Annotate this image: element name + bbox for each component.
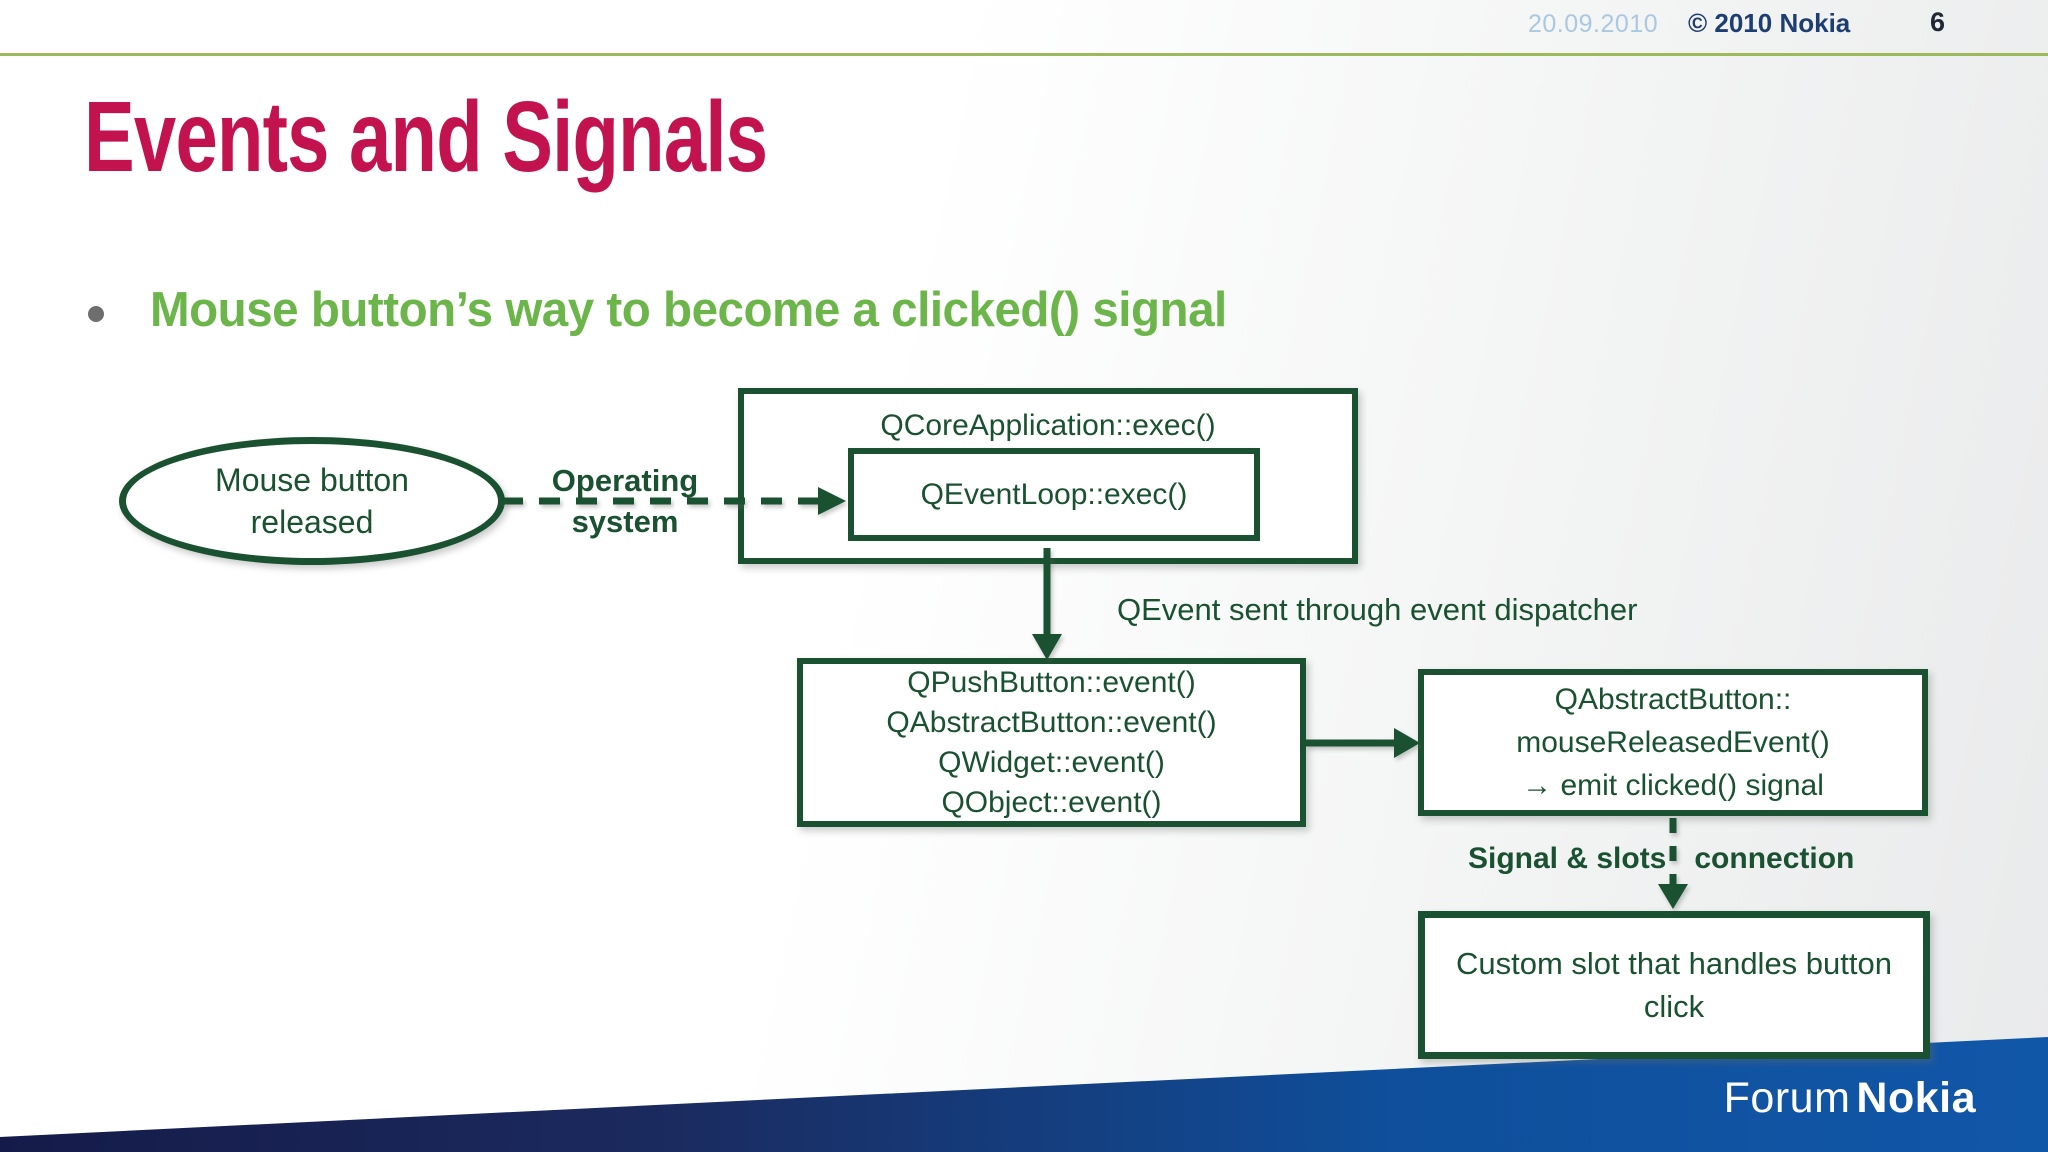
node-event-handler-chain: QPushButton::event() QAbstractButton::ev…	[797, 658, 1306, 827]
brand-nokia: Nokia	[1856, 1074, 1976, 1122]
arrow-dispatch-head-icon	[1032, 634, 1062, 660]
arrow-to-released-head-icon	[1394, 728, 1420, 758]
arrow-signal-slots-head-icon	[1658, 884, 1688, 909]
header-copyright: © 2010 Nokia	[1688, 8, 1851, 38]
label-event-dispatcher: QEvent sent through event dispatcher	[1117, 592, 1638, 627]
sigslots-right: connection	[1694, 842, 1855, 875]
node-qcoreapplication-exec: QCoreApplication::exec() QEventLoop::exe…	[738, 388, 1358, 564]
ellipse-line-2: released	[250, 504, 374, 540]
custom-slot-text: Custom slot that handles button click	[1456, 946, 1892, 1024]
chain-line-2: QAbstractButton::event()	[886, 705, 1217, 739]
sigslots-left: Signal & slots	[1468, 842, 1667, 875]
ellipse-line-1: Mouse button	[215, 462, 409, 498]
released-line-2: mouseReleasedEvent()	[1516, 726, 1830, 759]
brand-forum: Forum	[1723, 1074, 1851, 1122]
chain-line-4: QObject::event()	[941, 785, 1162, 819]
released-line-3: → emit clicked() signal	[1522, 769, 1824, 802]
chain-line-1: QPushButton::event()	[907, 665, 1196, 699]
label-operating-system: Operating system	[532, 460, 718, 542]
node-qeventloop-exec: QEventLoop::exec()	[848, 448, 1260, 541]
node-custom-slot: Custom slot that handles button click	[1418, 911, 1930, 1059]
outer-box-label: QCoreApplication::exec()	[880, 409, 1216, 442]
node-mouse-released-event: QAbstractButton:: mouseReleasedEvent() →…	[1418, 669, 1928, 816]
header-page-number: 6	[1930, 7, 1946, 37]
header-divider	[0, 53, 2048, 56]
os-label-line-1: Operating	[551, 463, 699, 498]
chain-line-3: QWidget::event()	[938, 745, 1165, 779]
bullet-dot	[88, 306, 104, 322]
header-date: 20.09.2010	[1528, 10, 1659, 38]
bullet-heading: Mouse button’s way to become a clicked()…	[150, 283, 1227, 337]
slide-title: Events and Signals	[84, 81, 768, 193]
os-label-line-2: system	[571, 504, 679, 539]
label-signal-slots-connection: Signal & slots connection	[1468, 842, 1854, 876]
released-line-1: QAbstractButton::	[1554, 683, 1792, 716]
inner-box-label: QEventLoop::exec()	[920, 477, 1188, 511]
node-mouse-button-released: Mouse button released	[119, 437, 505, 565]
